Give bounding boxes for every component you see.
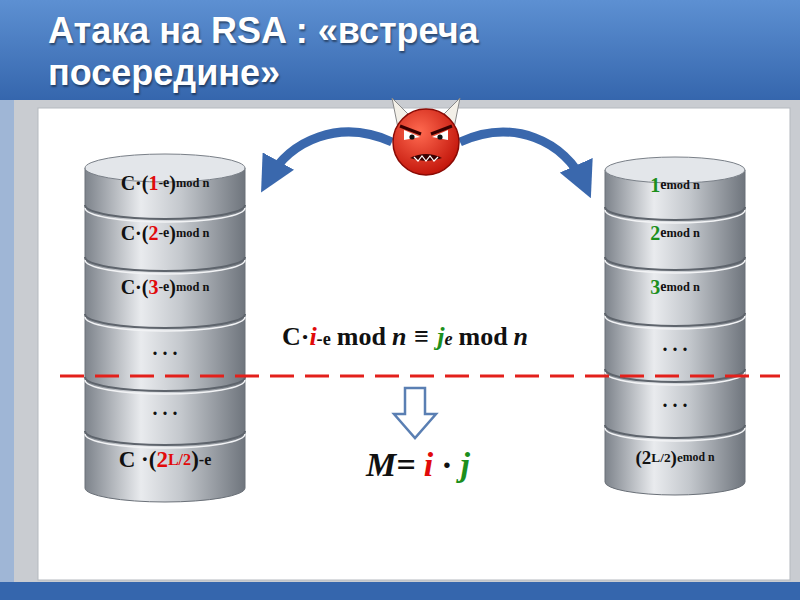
devil-icon [392, 98, 460, 175]
formula-part: ) [671, 447, 677, 469]
disk-seam [85, 257, 245, 271]
implies-arrow [394, 388, 436, 438]
result-part: M= [366, 446, 416, 484]
formula-row: M=i·j [366, 446, 470, 484]
formula-part: C ·( [119, 447, 157, 473]
disk-seam [85, 208, 245, 222]
formula-part: ) [169, 222, 176, 245]
slide-title: Атака на RSA : «встреча посередине» [48, 10, 638, 94]
equation-part: j [437, 322, 444, 352]
disk-seam [85, 317, 245, 331]
equation-part: mod [337, 322, 386, 352]
disk-entry: . . . [88, 330, 242, 366]
formula-part: 1 [650, 174, 660, 197]
formula-part: mod n [666, 280, 699, 295]
disk-entry: 2emod n [607, 214, 743, 252]
equation-part: ≡ [414, 322, 429, 352]
cylinder [85, 154, 245, 502]
disk-seam [85, 260, 245, 274]
formula-part: C·( [121, 276, 149, 299]
formula-part: C·( [121, 172, 149, 195]
formula-part: C·( [121, 222, 149, 245]
disk-seam [85, 377, 245, 391]
disk-seam [605, 425, 745, 438]
formula-part: ) [169, 172, 176, 195]
formula-part: ) [169, 276, 176, 299]
disk-seam [605, 257, 745, 270]
result-part: i [424, 446, 433, 484]
cylinder-cap [85, 154, 245, 182]
formula-row: C·i-emodn≡jemodn [282, 322, 528, 352]
formula-part: . . . [153, 337, 178, 360]
attack-arrow [460, 132, 585, 185]
equation-part: n [392, 322, 406, 352]
disk-seam [605, 316, 745, 329]
disk-entry: C ·(2L/2)-e [84, 440, 246, 480]
formula-part: 2 [156, 447, 168, 473]
disk-seam [605, 207, 745, 220]
disk-entry: 1emod n [607, 166, 743, 204]
footer-bar [0, 582, 800, 600]
attack-arrow [268, 132, 392, 180]
disk-seam [605, 260, 745, 273]
equation-part: i [309, 322, 316, 352]
disk-seam [605, 372, 745, 385]
cylinder-body [85, 168, 245, 502]
disk-entry: (2L/2)emod n [605, 438, 745, 478]
formula-part: 2 [642, 447, 652, 469]
formula-part: 3 [650, 276, 660, 299]
disk-entry: C·(1-e)mod n [88, 164, 242, 202]
formula-part: 2 [148, 222, 158, 245]
disk-seam [605, 428, 745, 441]
disk-entry: . . . [607, 326, 743, 362]
disk-seam [605, 210, 745, 223]
equation-part: n [514, 322, 528, 352]
dashed-divider [60, 375, 780, 378]
formula-part: . . . [153, 397, 178, 420]
formula-part: mod n [176, 176, 209, 191]
formula-part: mod n [176, 226, 209, 241]
equation-part: C· [282, 322, 309, 352]
disk-seam [605, 313, 745, 326]
disk-entry: . . . [88, 390, 242, 426]
disk-entry: . . . [607, 382, 743, 418]
formula-part: ( [636, 447, 642, 469]
disk-entry: 3emod n [607, 268, 743, 306]
disk-seam [85, 314, 245, 328]
formula-part: mod n [176, 280, 209, 295]
equation-part: mod [458, 322, 507, 352]
cylinder [605, 157, 745, 495]
disk-entry: C·(3-e)mod n [88, 268, 242, 306]
formula-part: 1 [148, 172, 158, 195]
cylinder-body [605, 170, 745, 495]
formula-part: ) [191, 447, 199, 473]
result-part: j [460, 446, 469, 484]
formula-part: . . . [663, 389, 688, 412]
disk-seam [85, 205, 245, 219]
formula-part: mod n [683, 451, 715, 465]
formula-part: . . . [663, 333, 688, 356]
formula-part: 2 [650, 222, 660, 245]
formula-part: mod n [666, 226, 699, 241]
database-cylinders [85, 154, 745, 502]
formula-part: mod n [666, 178, 699, 193]
disk-seam [85, 434, 245, 448]
header-bar [0, 0, 800, 100]
disk-seam [85, 380, 245, 394]
disk-seam [85, 431, 245, 445]
formula-part: 3 [148, 276, 158, 299]
result-part: · [441, 446, 452, 484]
disk-entry: C·(2-e)mod n [88, 214, 242, 252]
side-strip [0, 100, 14, 600]
content-panel [38, 108, 790, 580]
